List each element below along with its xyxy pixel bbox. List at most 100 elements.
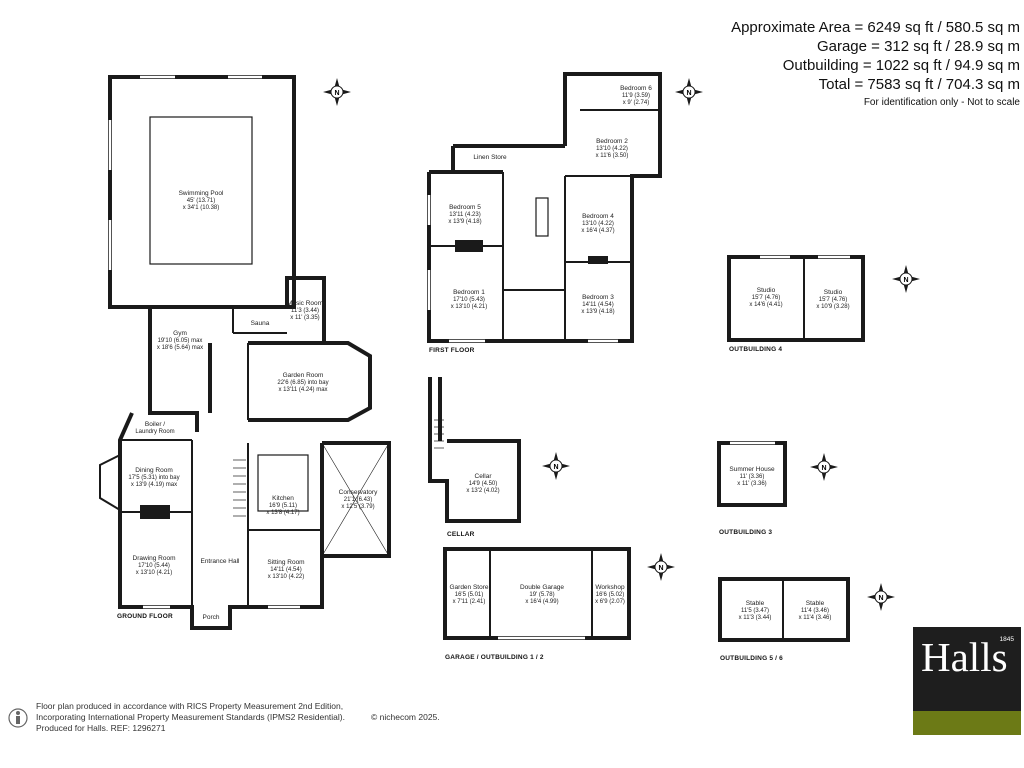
- room-dimension: 13'10 (4.22): [596, 145, 628, 152]
- footer-line1: Floor plan produced in accordance with R…: [36, 701, 344, 711]
- compass-north-label: N: [334, 90, 339, 97]
- room-dimension: 21'1 (6.43): [343, 496, 373, 503]
- pool-water: [149, 116, 253, 265]
- room-dimension: x 13'10 (4.21): [135, 570, 173, 576]
- room-name: Linen Store: [473, 154, 507, 161]
- room-dimension: 45' (13.71): [186, 197, 216, 204]
- room-name: Sauna: [250, 320, 270, 327]
- room-name: Garden Room: [282, 372, 324, 379]
- compass-north-label: N: [903, 277, 908, 284]
- compass-north-label: N: [686, 90, 691, 97]
- logo-word: Halls: [921, 634, 1008, 680]
- garage-area: Garage = 312 sq ft / 28.9 sq m: [816, 38, 1020, 55]
- room-name: Double Garage: [519, 584, 565, 591]
- room-dimension: x 11'6 (3.50): [595, 153, 629, 159]
- logo-year: 1845: [999, 636, 1014, 643]
- room-dimension: x 16'4 (4.37): [581, 228, 615, 234]
- first-floor-label: FIRST FLOOR: [429, 347, 475, 354]
- compass-icon: [323, 78, 351, 106]
- room-dimension: 16'5 (5.01): [454, 591, 484, 598]
- room-dimension: x 9' (2.74): [622, 100, 650, 106]
- compass-icon: [892, 265, 920, 293]
- room-dimension: x 34'1 (10.38): [182, 205, 220, 211]
- room-dimension: 11'4 (3.46): [800, 607, 830, 614]
- room-dimension: x 11'4 (3.46): [798, 615, 832, 621]
- room-dimension: x 11' (3.36): [737, 481, 767, 487]
- cellar-label: CELLAR: [447, 531, 475, 538]
- room-dimension: 14'11 (4.54): [270, 566, 302, 573]
- room-label-porch: Porch: [203, 614, 220, 622]
- room-dimension: 15'7 (4.76): [818, 296, 848, 303]
- room-name: Conservatory: [338, 489, 378, 496]
- room-dimension: 17'10 (5.43): [453, 296, 485, 303]
- compass-icon: [647, 553, 675, 581]
- compass-icon: [810, 453, 838, 481]
- room-name: Bedroom 5: [449, 204, 481, 211]
- bed-1: [455, 240, 483, 252]
- room-dimension: 17'10 (5.44): [138, 562, 170, 569]
- room-dimension: x 13'2 (4.02): [466, 488, 500, 494]
- room-dimension: x 16'4 (4.99): [525, 599, 559, 605]
- room-name: Music Room: [286, 300, 324, 307]
- room-name: Boiler /: [144, 421, 166, 428]
- compass-icon: [867, 583, 895, 611]
- logo-accent-bar: [913, 711, 1021, 735]
- person-icon: [8, 708, 28, 728]
- room-name: Dining Room: [135, 467, 173, 474]
- room-name: Garden Store: [449, 584, 489, 591]
- room-name: Drawing Room: [132, 555, 176, 562]
- ground-floor-label: GROUND FLOOR: [117, 613, 173, 620]
- compass-icon: [675, 78, 703, 106]
- room-dimension: x 13'8 (4.17): [266, 510, 300, 516]
- room-name: Swimming Pool: [178, 190, 224, 197]
- room-name: Porch: [202, 614, 220, 621]
- room-dimension: x 18'6 (5.64) max: [156, 345, 204, 351]
- room-name: Entrance Hall: [200, 558, 240, 565]
- room-label-boiler: Boiler /Laundry Room: [135, 421, 174, 436]
- compass-icon: [542, 452, 570, 480]
- room-name: Summer House: [729, 466, 775, 473]
- room-name: Bedroom 6: [620, 85, 652, 92]
- room-dimension: 16'6 (5.02): [595, 591, 625, 598]
- room-dimension: x 11'3 (3.44): [738, 615, 772, 621]
- compass-north-label: N: [821, 465, 826, 472]
- outbuilding56-label: OUTBUILDING 5 / 6: [720, 655, 783, 662]
- room-dimension: 17'5 (5.31) into bay: [128, 474, 180, 481]
- room-dimension: 19'10 (6.05) max: [157, 337, 203, 344]
- total-area: Total = 7583 sq ft / 704.3 sq m: [818, 76, 1020, 93]
- footer-line2: Incorporating International Property Mea…: [36, 712, 345, 722]
- room-dimension: 19' (5.78): [529, 591, 555, 598]
- room-dimension: 11'9 (3.59): [621, 92, 651, 99]
- room-name: Stable: [745, 600, 765, 607]
- room-dimension: x 13'11 (4.24) max: [278, 387, 328, 393]
- garage-label: GARAGE / OUTBUILDING 1 / 2: [445, 654, 544, 661]
- room-name: Sitting Room: [267, 559, 305, 566]
- compass-north-label: N: [658, 565, 663, 572]
- room-dimension: Laundry Room: [135, 428, 175, 435]
- room-name: Studio: [823, 289, 843, 296]
- room-name: Bedroom 3: [582, 294, 614, 301]
- compass-north-label: N: [553, 464, 558, 471]
- room-dimension: x 13'9 (4.18): [448, 219, 482, 225]
- room-dimension: x 6'9 (2.07): [595, 599, 625, 605]
- room-label-entrance-hall: Entrance Hall: [200, 558, 239, 566]
- room-name: Studio: [756, 287, 776, 294]
- outbuilding-area: Outbuilding = 1022 sq ft / 94.9 sq m: [782, 57, 1020, 74]
- bed-4: [588, 256, 608, 264]
